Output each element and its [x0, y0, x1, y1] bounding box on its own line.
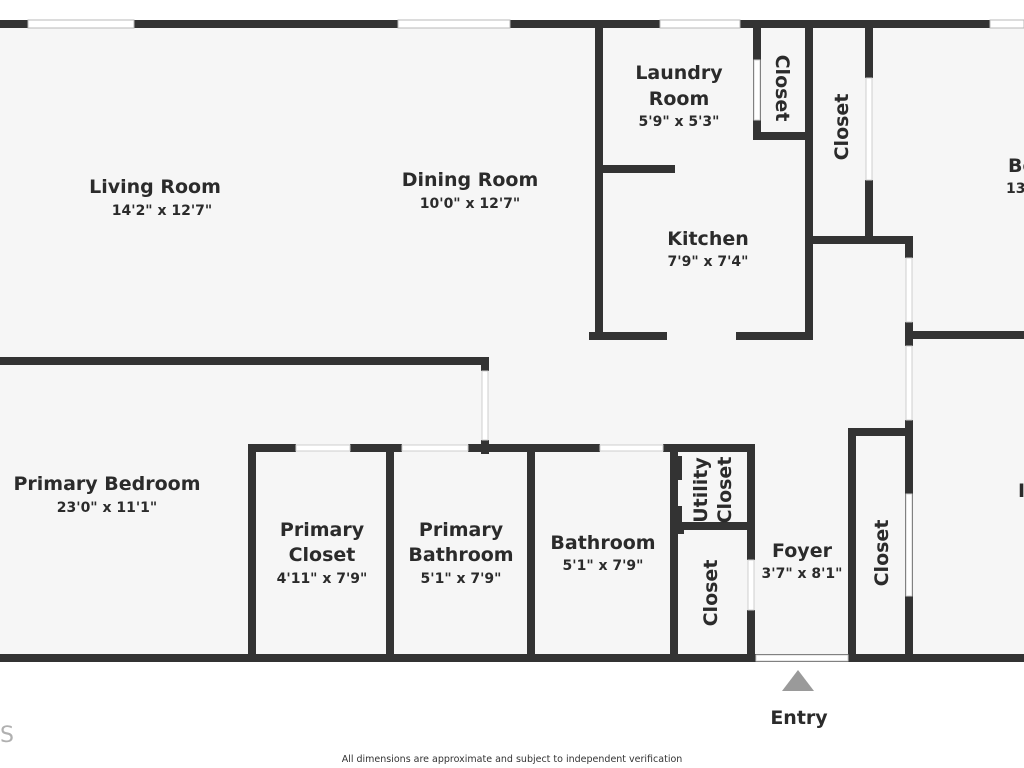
wall-utility-left-door [678, 530, 684, 534]
door-primary-bedroom [481, 370, 489, 441]
primary-bathroom-dims: 5'1" x 7'9" [421, 571, 502, 587]
door-foyer-closet [905, 493, 913, 597]
wall-utility-bottom [678, 522, 755, 530]
bathroom-dims: 5'1" x 7'9" [563, 558, 644, 574]
window-dining [397, 19, 511, 29]
wall-exterior-bottom [0, 654, 1024, 662]
wall-foyer-closet-top [848, 428, 913, 436]
primary-closet-name-1: Primary [280, 519, 365, 541]
wall-upper-closet-right [865, 28, 873, 78]
living-room-dims: 14'2" x 12'7" [112, 203, 212, 219]
utility-closet-name-2: Closet [714, 457, 736, 524]
primary-bathroom-name-1: Primary [419, 519, 504, 541]
door-laundry-closet [753, 59, 761, 121]
door-entry [755, 654, 849, 662]
hall-closet-label: Closet [700, 560, 722, 627]
room-labels: Living Room 14'2" x 12'7" Dining Room 10… [13, 55, 1024, 627]
window-living [27, 19, 135, 29]
wall-upper-closet-right-low [865, 180, 873, 242]
dining-room-dims: 10'0" x 12'7" [420, 196, 520, 212]
wall-closet2-right-top [747, 530, 755, 560]
disclaimer-text: All dimensions are approximate and subje… [342, 754, 683, 765]
primary-closet-dims: 4'11" x 7'9" [277, 571, 368, 587]
partial-right-label: I [1018, 480, 1024, 502]
entry-label: Entry [770, 707, 828, 729]
primary-bedroom-name: Primary Bedroom [13, 473, 200, 495]
wall-kitchen-bottom-right [736, 332, 813, 340]
bedroom-partial-dims: 13 [1006, 181, 1024, 197]
dining-room-name: Dining Room [402, 169, 539, 191]
wall-primary-bath-right [527, 444, 535, 660]
wall-right-upper [905, 236, 913, 258]
entry-arrow-icon [782, 670, 814, 691]
wall-utility-door-mark-bottom [676, 506, 682, 522]
bedroom-partial-name: Be [1008, 155, 1024, 177]
kitchen-dims: 7'9" x 7'4" [668, 254, 749, 270]
wall-utility-door-mark-top [676, 456, 682, 480]
wall-right-mid [905, 322, 913, 346]
wall-laundry-bottom [603, 165, 675, 173]
wall-foyer-closet-left [848, 428, 856, 660]
laundry-closet-label: Closet [771, 55, 793, 122]
foyer-name: Foyer [772, 540, 833, 562]
wall-right-room-divider [913, 331, 1024, 339]
wall-bathroom-right [670, 444, 678, 660]
wall-living-bedroom [0, 357, 489, 365]
wall-lower-top-2 [350, 444, 402, 452]
window-laundry [659, 19, 741, 29]
wall-laundry-closet-bottom [753, 132, 811, 140]
wall-exterior-top [0, 20, 1024, 28]
wall-upper-closet-bottom [813, 236, 913, 244]
upper-closet-label: Closet [831, 94, 853, 161]
living-room-name: Living Room [89, 176, 221, 198]
window-right [989, 19, 1024, 29]
wall-closet2-right-bottom [747, 610, 755, 660]
door-openings [295, 59, 913, 662]
foyer-dims: 3'7" x 8'1" [762, 566, 843, 582]
door-bathroom [599, 444, 664, 452]
wall-primary-closet-left [248, 444, 256, 660]
door-upper-closet [865, 77, 873, 181]
laundry-room-name-2: Room [649, 88, 710, 110]
wall-foyer-closet-right-top [905, 428, 913, 494]
door-right-room-upper [905, 257, 913, 323]
primary-bathroom-name-2: Bathroom [408, 544, 513, 566]
wall-lower-top-1 [248, 444, 296, 452]
wall-laundry-left [595, 28, 603, 340]
primary-bedroom-dims: 23'0" x 11'1" [57, 500, 157, 516]
laundry-room-name-1: Laundry [635, 62, 723, 84]
foyer-closet-label: Closet [871, 520, 893, 587]
wall-kitchen-bottom-left [589, 332, 667, 340]
wall-foyer-closet-right-bottom [905, 596, 913, 660]
wall-laundry-closet-right [805, 28, 813, 340]
door-primary-bathroom [401, 444, 469, 452]
door-hall-closet [747, 559, 755, 611]
wall-bedroom-corner [481, 357, 489, 371]
bathroom-name: Bathroom [550, 532, 655, 554]
kitchen-name: Kitchen [667, 228, 749, 250]
watermark-text: S [0, 723, 14, 748]
laundry-room-dims: 5'9" x 5'3" [639, 114, 720, 130]
door-primary-closet [295, 444, 351, 452]
wall-primary-closet-right [386, 444, 394, 660]
entry-marker: Entry [770, 670, 828, 729]
wall-utility-right-top [747, 444, 755, 530]
door-right-room-lower [905, 345, 913, 421]
primary-closet-name-2: Closet [289, 544, 356, 566]
utility-closet-name-1: Utility [690, 457, 712, 523]
windows [27, 19, 1024, 29]
wall-lower-top-4 [663, 444, 755, 452]
